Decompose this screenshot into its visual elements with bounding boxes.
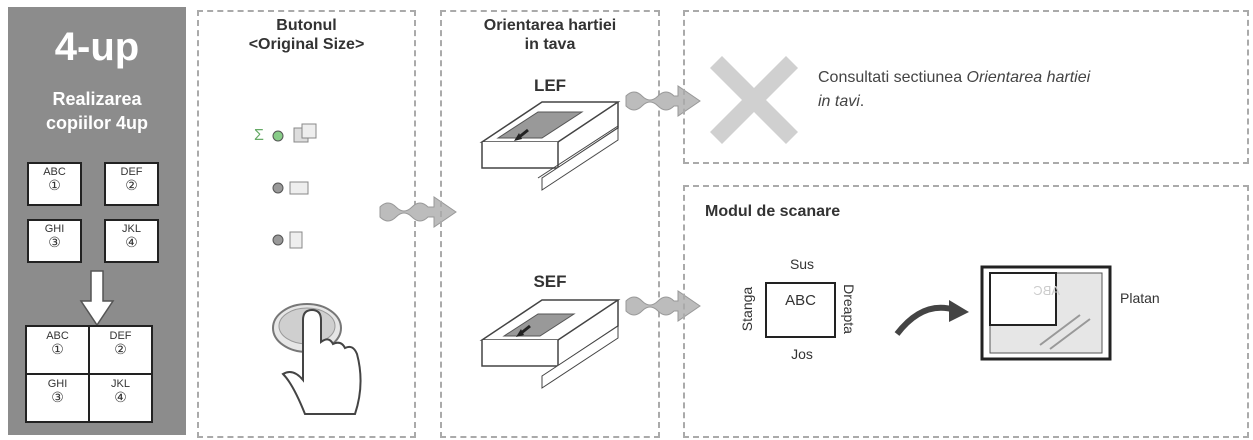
platen-icon: ABC (980, 265, 1112, 361)
note-italic2: in tavi (818, 93, 860, 110)
side-panel: 4-up Realizarea copiilor 4up ABC ① DEF ②… (8, 7, 186, 435)
note-text: Consultati sectiunea Orientarea hartiei … (818, 66, 1238, 114)
card-4-text: JKL (122, 223, 141, 235)
card-4: JKL ④ (104, 219, 159, 263)
curved-arrow-icon (894, 300, 969, 336)
arrow-right-lef-icon (625, 85, 701, 117)
note-italic: Orientarea hartiei (966, 69, 1091, 86)
orientation-title-line1: Orientarea hartiei (483, 17, 617, 34)
svg-text:ABC: ABC (1033, 283, 1060, 298)
hand-press-icon (272, 303, 362, 415)
cross-icon (710, 56, 798, 144)
platen-label: Platan (1120, 290, 1160, 306)
button-title-line2: <Original Size> (248, 36, 365, 53)
lef-label: LEF (533, 76, 567, 95)
side-subtitle-line2: copiilor 4up (45, 113, 148, 133)
tray-lef-icon (479, 101, 621, 191)
card-1-num: ① (48, 177, 61, 193)
side-subtitle: Realizarea copiilor 4up (8, 87, 186, 135)
card-2-num: ② (125, 177, 138, 193)
side-title: 4-up (54, 25, 140, 69)
arrow-right-sef-icon (625, 290, 701, 322)
scan-top-label: Sus (789, 256, 815, 272)
tray-sef-icon (479, 299, 621, 389)
card-3-text: GHI (44, 223, 65, 235)
scan-document: ABC (765, 282, 836, 338)
button-column-title: Butonul <Original Size> (197, 16, 416, 54)
orientation-column (440, 10, 660, 438)
note-prefix: Consultati sectiunea (818, 69, 967, 86)
svg-text:Σ: Σ (254, 127, 264, 144)
card-1: ABC ① (27, 162, 82, 206)
scan-bottom-label: Jos (791, 346, 813, 362)
card-3: GHI ③ (27, 219, 82, 263)
scan-document-text: ABC (785, 292, 816, 309)
sef-label: SEF (533, 272, 567, 291)
button-column (197, 10, 416, 438)
scan-left-label: Stanga (739, 286, 755, 332)
orientation-title-line2: in tava (524, 36, 576, 53)
original-size-options-icon: Σ (254, 123, 317, 249)
arrow-right-icon (379, 196, 457, 228)
orientation-column-title: Orientarea hartiei in tava (440, 16, 660, 54)
scan-right-label: Dreapta (841, 284, 857, 334)
down-arrow-icon (79, 270, 115, 327)
side-subtitle-line1: Realizarea (52, 89, 142, 109)
card-1-text: ABC (43, 166, 66, 178)
note-box (683, 10, 1249, 164)
button-title-line1: Butonul (276, 17, 337, 34)
card-3-num: ③ (48, 234, 61, 250)
note-suffix: . (859, 93, 865, 110)
scan-mode-title: Modul de scanare (705, 203, 841, 220)
card-2: DEF ② (104, 162, 159, 206)
card-4-num: ④ (125, 234, 138, 250)
scan-mode-box (683, 185, 1249, 438)
card-2-text: DEF (120, 166, 143, 178)
